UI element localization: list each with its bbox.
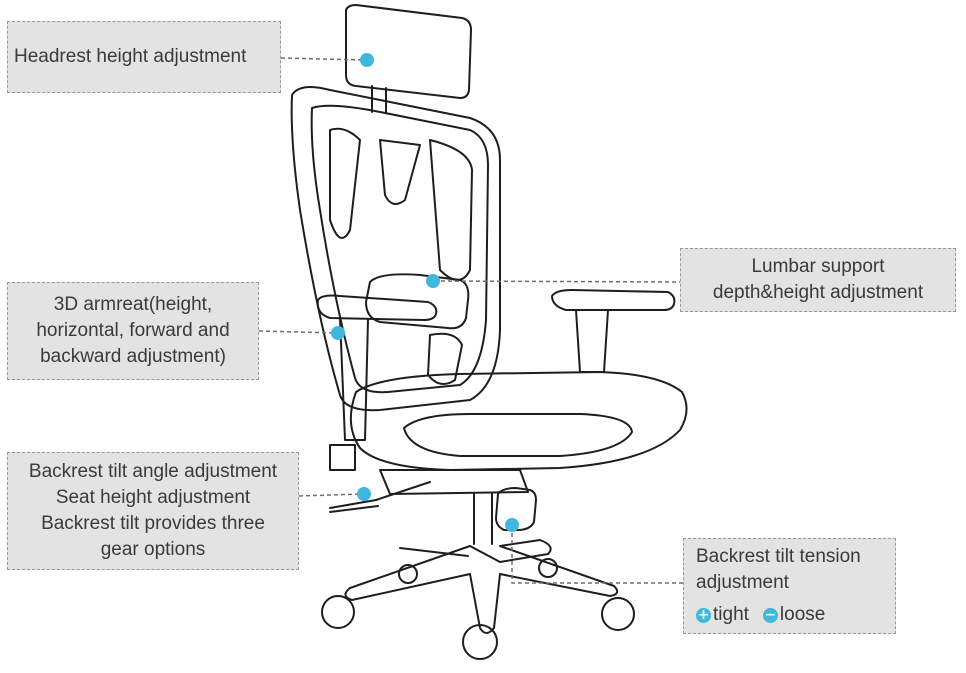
- legend-tight-label: tight: [713, 604, 749, 625]
- backrest-mesh-left: [329, 127, 361, 239]
- caster-rear-left: [398, 564, 418, 584]
- callout-tilt-line-3: Backrest tilt provides three: [41, 513, 265, 534]
- backrest-inner: [310, 104, 489, 394]
- minus-circle-icon: −: [762, 606, 778, 623]
- legend-tight: + tight: [696, 602, 749, 628]
- marker-tension-icon: [505, 518, 519, 532]
- connector-tilt: [298, 493, 363, 497]
- backrest-frame: [290, 85, 501, 412]
- plus-circle-icon: +: [696, 606, 711, 623]
- callout-armrest-line-3: backward adjustment): [40, 346, 226, 367]
- connector-armrest: [258, 330, 337, 334]
- left-armrest-pad: [316, 294, 438, 321]
- callout-tilt: Backrest tilt angle adjustment Seat heig…: [7, 452, 299, 570]
- legend-loose-label: loose: [779, 604, 826, 625]
- callout-armrest-line-1: 3D armreat(height,: [53, 294, 213, 315]
- callout-tilt-line-1: Backrest tilt angle adjustment: [28, 461, 278, 482]
- connector-tension: [511, 526, 683, 584]
- left-armrest-base: [329, 444, 356, 471]
- callout-lumbar: Lumbar support depth&height adjustment: [680, 248, 956, 312]
- caster-front: [462, 624, 498, 660]
- seat-mechanism: [379, 469, 529, 495]
- callout-lumbar-line-2: depth&height adjustment: [712, 282, 924, 303]
- right-armrest-post: [575, 309, 609, 373]
- callout-armrest-line-2: horizontal, forward and: [36, 320, 230, 341]
- connector-headrest: [280, 57, 367, 61]
- seat-front-ring: [403, 413, 633, 457]
- tension-knob: [495, 487, 537, 531]
- backrest-mesh-center: [379, 139, 421, 205]
- backrest-mesh-lower: [427, 332, 463, 385]
- tilt-lever: [329, 481, 431, 513]
- right-armrest-pad: [551, 289, 676, 311]
- callout-headrest: Headrest height adjustment: [7, 21, 281, 93]
- callout-tilt-line-4: gear options: [100, 539, 206, 560]
- backrest-mesh-right: [429, 139, 473, 281]
- caster-right: [601, 597, 635, 631]
- callout-armrest: 3D armreat(height, horizontal, forward a…: [7, 282, 259, 380]
- marker-lumbar-icon: [426, 274, 440, 288]
- marker-armrest-icon: [331, 326, 345, 340]
- seat: [349, 371, 688, 471]
- callout-tilt-line-2: Seat height adjustment: [55, 487, 251, 508]
- gas-cylinder: [473, 493, 493, 545]
- star-base: [344, 539, 619, 634]
- callout-headrest-text: Headrest height adjustment: [14, 46, 247, 67]
- callout-tension-line-2: adjustment: [696, 572, 789, 593]
- headrest-outline: [345, 4, 472, 99]
- callout-tension-line-1: Backrest tilt tension: [696, 546, 861, 567]
- tension-legend: + tight − loose: [696, 602, 825, 628]
- base-left-arm: [399, 547, 469, 557]
- callout-tension: Backrest tilt tension adjustment + tight…: [683, 538, 896, 634]
- caster-left: [321, 595, 355, 629]
- callout-lumbar-line-1: Lumbar support: [751, 256, 885, 277]
- connector-lumbar: [433, 280, 681, 283]
- marker-tilt-icon: [357, 487, 371, 501]
- marker-headrest-icon: [360, 53, 374, 67]
- legend-loose: − loose: [762, 602, 826, 628]
- caster-rear-right: [538, 558, 558, 578]
